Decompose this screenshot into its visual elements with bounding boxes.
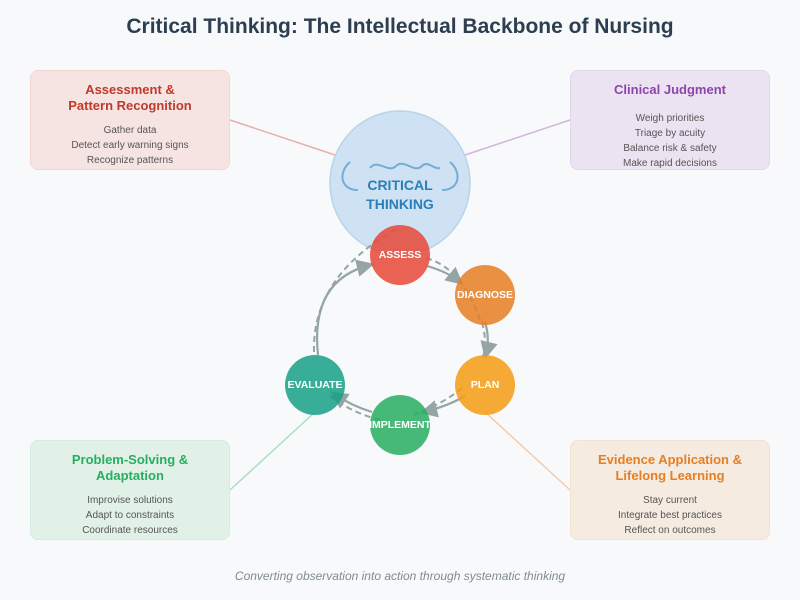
cycle-node-implement-circle (370, 395, 430, 455)
list-item: Adapt to constraints (85, 510, 175, 521)
page-title: Critical Thinking: The Intellectual Back… (126, 15, 674, 38)
cycle-node-evaluate-label: EVALUATE (287, 379, 342, 391)
problem-solving-title: Problem-Solving & Adaptation (71, 452, 189, 483)
arrow-evaluate-assess (316, 259, 375, 356)
center-label-line2: THINKING (366, 196, 434, 212)
assessment-box: Assessment & Pattern Recognition Gather … (30, 70, 230, 170)
evidence-list: Stay current Integrate best practices Re… (571, 493, 769, 538)
brain-icon (341, 161, 459, 191)
clinical-judgment-list: Weigh priorities Triage by acuity Balanc… (571, 111, 769, 171)
list-item: Integrate best practices (618, 510, 722, 521)
dashed-arc-evaluate-assess (312, 227, 399, 353)
connector-assessment (229, 119, 336, 156)
footer-caption: Converting observation into action throu… (234, 569, 566, 583)
cycle-node-diagnose-circle (455, 265, 515, 325)
cycle-node-plan-label: PLAN (471, 379, 500, 391)
list-item: Reflect on outcomes (624, 525, 716, 536)
connector-evidence (484, 411, 571, 491)
clinical-judgment-title: Clinical Judgment (614, 82, 726, 97)
dashed-arc-diagnose-plan (481, 321, 486, 361)
list-item: Balance risk & safety (623, 143, 717, 154)
list-item: Triage by acuity (634, 128, 706, 139)
problem-solving-box: Problem-Solving & Adaptation Improvise s… (30, 440, 230, 540)
arrow-diagnose-plan (480, 321, 498, 360)
list-item: Gather data (103, 125, 157, 136)
connector-judgment (464, 119, 571, 156)
list-item: Detect early warning signs (71, 140, 189, 151)
cycle-node-implement-label: IMPLEMENT (369, 419, 431, 431)
arrow-assess-diagnose (426, 264, 464, 285)
cycle-node-assess-label: ASSESS (379, 249, 422, 261)
cycle-node-implement: IMPLEMENT (369, 395, 431, 455)
cycle-node-plan: PLAN (455, 355, 515, 415)
problem-solving-list: Improvise solutions Adapt to constraints… (31, 493, 229, 538)
cycle-node-evaluate: EVALUATE (285, 355, 345, 415)
list-item: Stay current (643, 495, 697, 506)
cycle-node-evaluate-circle (285, 355, 345, 415)
assessment-title: Assessment & Pattern Recognition (68, 82, 192, 113)
cycle-node-diagnose-label: DIAGNOSE (457, 289, 513, 301)
clinical-judgment-box: Clinical Judgment Weigh priorities Triag… (570, 70, 770, 170)
list-item: Improvise solutions (87, 495, 173, 506)
list-item: Make rapid decisions (623, 158, 717, 169)
list-item: Weigh priorities (635, 113, 705, 124)
connector-problem (229, 411, 316, 491)
cycle-node-assess: ASSESS (370, 225, 430, 285)
cycle-node-assess-circle (370, 225, 430, 285)
center-label-line1: CRITICAL (367, 177, 433, 193)
assessment-list: Gather data Detect early warning signs R… (31, 123, 229, 168)
cycle-node-plan-circle (455, 355, 515, 415)
list-item: Recognize patterns (86, 155, 174, 166)
evidence-box: Evidence Application & Lifelong Learning… (570, 440, 770, 540)
cycle-node-diagnose: DIAGNOSE (455, 265, 515, 325)
list-item: Coordinate resources (82, 525, 178, 536)
evidence-title: Evidence Application & Lifelong Learning (598, 452, 742, 483)
